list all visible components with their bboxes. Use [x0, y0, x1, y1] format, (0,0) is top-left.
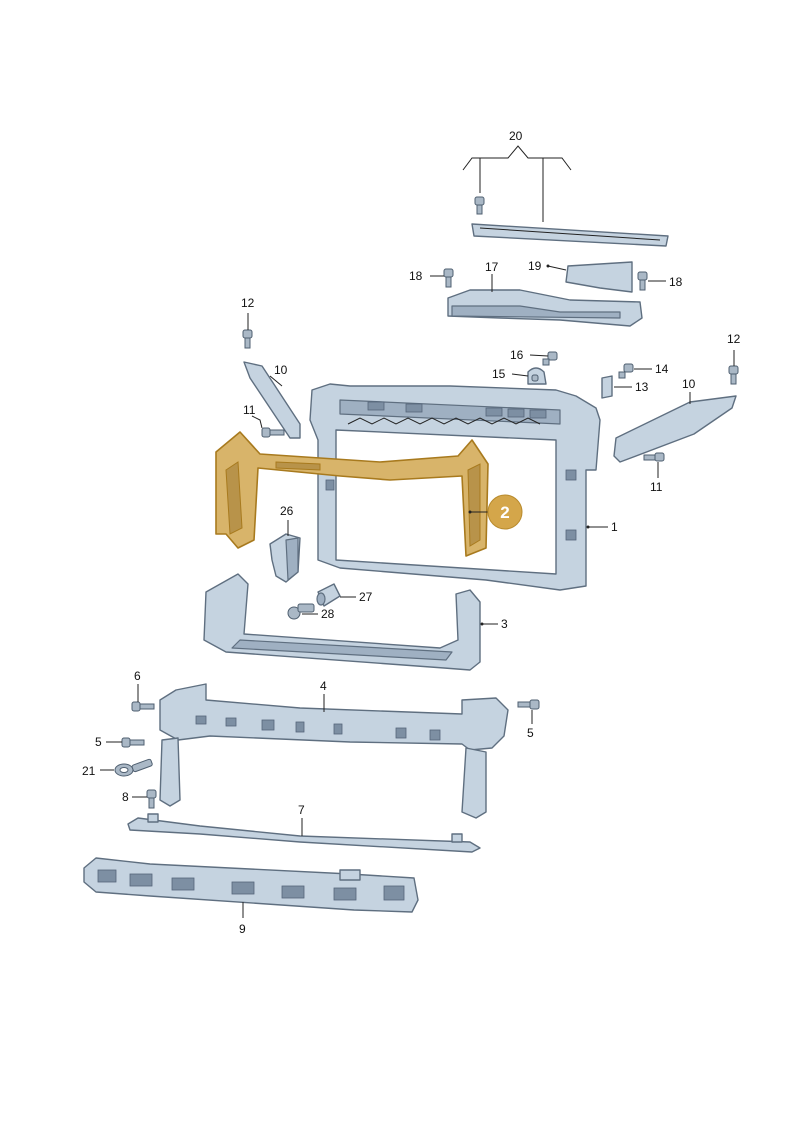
part-27-grommet[interactable]: [316, 583, 341, 607]
part-4-bumper-carrier[interactable]: [159, 683, 509, 819]
part-9-energy-absorber[interactable]: [83, 857, 419, 913]
part-3-lower-guide[interactable]: [203, 573, 481, 671]
label-5-left: 5: [95, 735, 102, 749]
label-4: 4: [320, 679, 327, 693]
part-12-screw-left[interactable]: [242, 329, 253, 349]
label-12-left: 12: [241, 296, 255, 310]
part-28-screw[interactable]: [287, 603, 315, 620]
leader-19: [547, 265, 567, 271]
part-18-screw-left[interactable]: [443, 268, 454, 288]
label-10-right: 10: [682, 377, 696, 391]
label-17: 17: [485, 260, 499, 274]
part-17-crossmember[interactable]: [447, 289, 643, 327]
part-5-screw-left[interactable]: [121, 737, 145, 748]
highlight-badge[interactable]: 2: [487, 494, 523, 530]
label-13: 13: [635, 380, 649, 394]
part-20-screw[interactable]: [474, 196, 485, 215]
label-27: 27: [359, 590, 373, 604]
part-20-strip[interactable]: [471, 223, 669, 247]
part-15-clip[interactable]: [527, 367, 547, 385]
label-21: 21: [82, 764, 96, 778]
label-18-left: 18: [409, 269, 423, 283]
part-16-bolt[interactable]: [542, 351, 558, 366]
label-8: 8: [122, 790, 129, 804]
part-2-air-guide-highlighted[interactable]: [215, 431, 489, 557]
label-5-right: 5: [527, 726, 534, 740]
label-18-right: 18: [669, 275, 683, 289]
label-3: 3: [501, 617, 508, 631]
part-12-screw-right[interactable]: [728, 365, 739, 385]
part-10-left-bracket[interactable]: [243, 361, 301, 439]
label-14: 14: [655, 362, 669, 376]
part-11-screw-left[interactable]: [261, 427, 285, 438]
label-11-left: 11: [243, 403, 256, 417]
part-11-screw-right[interactable]: [643, 452, 665, 462]
part-13-clip[interactable]: [601, 375, 613, 399]
label-19: 19: [528, 259, 542, 273]
label-12-right: 12: [727, 332, 741, 346]
part-18-screw-right[interactable]: [637, 271, 648, 291]
label-1: 1: [611, 520, 618, 534]
label-10-left: 10: [274, 363, 288, 377]
part-7-strip[interactable]: [127, 813, 481, 853]
label-9: 9: [239, 922, 246, 936]
part-5-screw-right[interactable]: [517, 699, 540, 710]
part-6-screw[interactable]: [131, 701, 155, 712]
part-21-towing-eye[interactable]: [114, 758, 153, 777]
badge-label: 2: [500, 503, 509, 522]
label-15: 15: [492, 367, 506, 381]
label-16: 16: [510, 348, 524, 362]
part-8-screw[interactable]: [146, 789, 157, 809]
part-20-callout: [462, 145, 572, 222]
part-26-bracket[interactable]: [269, 533, 301, 583]
label-26: 26: [280, 504, 294, 518]
label-28: 28: [321, 607, 335, 621]
part-19-bracket[interactable]: [565, 261, 633, 293]
label-7: 7: [298, 803, 305, 817]
part-14-screw[interactable]: [618, 363, 634, 379]
label-20: 20: [509, 129, 523, 143]
part-10-right-bracket[interactable]: [613, 395, 737, 463]
label-11-right: 11: [650, 480, 663, 494]
part-1-lock-carrier[interactable]: [309, 383, 601, 591]
label-6: 6: [134, 669, 141, 683]
